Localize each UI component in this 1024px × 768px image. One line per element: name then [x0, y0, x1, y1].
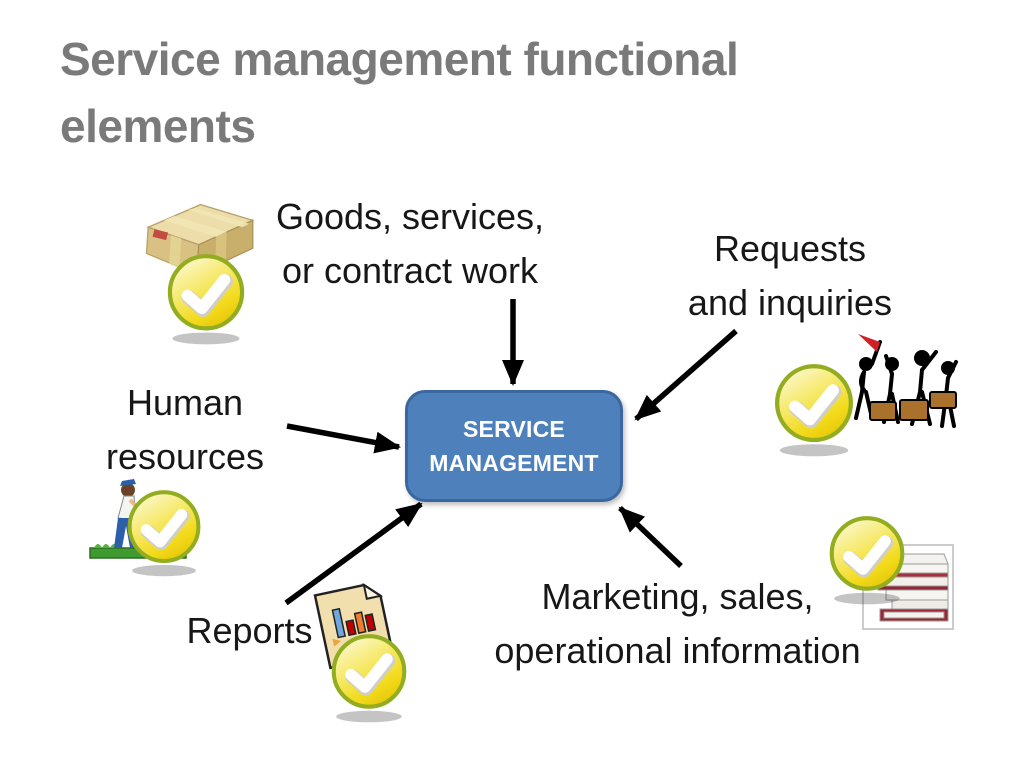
- label-human-resources: Human resources: [105, 382, 265, 477]
- label-marketing-sales: Marketing, sales, operational informatio…: [494, 576, 861, 671]
- label-goods-services: Goods, services, or contract work: [275, 196, 545, 291]
- arrow-marketing-to-box: [618, 506, 683, 568]
- arrow-requests-to-box: [634, 328, 738, 422]
- label-requests-inquiries: Requests and inquiries: [687, 228, 893, 323]
- people-group-flag-icon: [854, 334, 958, 428]
- label-reports: Reports: [186, 610, 313, 651]
- check-badge-icon: [164, 252, 248, 346]
- service-management-label: SERVICE MANAGEMENT: [429, 416, 599, 476]
- check-badge-icon: [826, 514, 908, 606]
- check-badge-icon: [771, 362, 857, 458]
- check-badge-icon: [328, 632, 410, 724]
- slide-title: Service management functional elements: [60, 33, 739, 152]
- check-badge-icon: [124, 488, 204, 578]
- service-management-box: SERVICE MANAGEMENT: [405, 390, 623, 502]
